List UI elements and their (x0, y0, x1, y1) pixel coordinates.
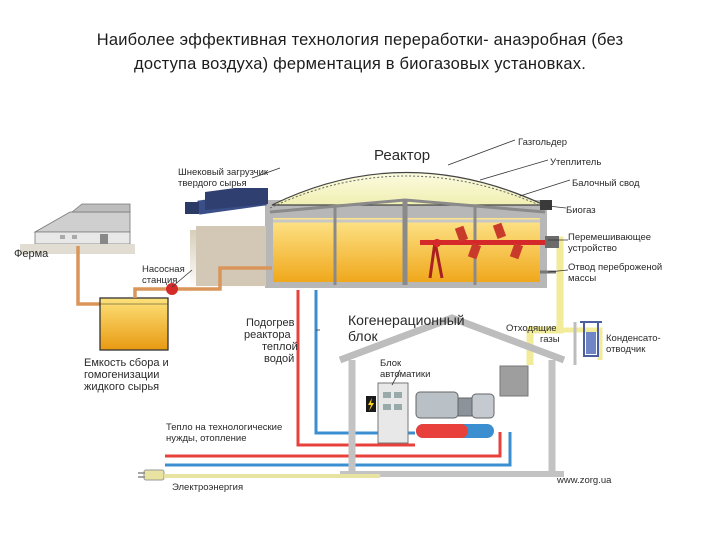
cogeneration-house (338, 314, 566, 477)
loader-base (196, 226, 266, 286)
title-line-1: Наиболее эффективная технология перерабо… (96, 31, 624, 49)
label-biogas: Биогаз (566, 205, 596, 216)
insulation-layer (269, 175, 547, 209)
pump-feed-pipe (133, 266, 272, 298)
label-heating-3: теплой (262, 341, 298, 353)
leader-lines (171, 139, 571, 386)
label-screw-loader-2: твердого сырья (178, 178, 247, 189)
label-condensate-1: Конденсато- (606, 333, 661, 344)
condensate-trap-icon (580, 321, 602, 357)
website-label: www.zorg.ua (556, 475, 612, 486)
label-electricity: Электроэнергия (172, 482, 243, 493)
label-cogen-1: Когенерационный (348, 312, 465, 328)
label-heating-4: водой (264, 353, 294, 365)
generator-icon (415, 391, 495, 419)
electric-plug-icon (138, 469, 165, 481)
label-tank-3: жидкого сырья (84, 381, 159, 393)
heat-exchanger (416, 424, 494, 438)
label-screw-loader-1: Шнековый загрузчик (178, 167, 269, 178)
automation-cabinet (377, 382, 409, 444)
label-condensate-2: отводчик (606, 344, 646, 355)
label-heating-2: реактора (244, 329, 291, 341)
mixer-icon (420, 222, 559, 279)
collection-tank (99, 297, 169, 351)
label-mixer-2: устройство (568, 243, 617, 254)
hot-water-pipe (296, 290, 415, 447)
gas-pipe-branch (560, 327, 603, 360)
label-pump-1: Насосная (142, 264, 185, 275)
label-reactor: Реактор (374, 147, 430, 164)
label-tank-2: гомогенизации (84, 369, 159, 381)
label-tank-1: Емкость сбора и (84, 357, 169, 369)
label-outlet-1: Отвод переброженой (568, 262, 662, 273)
label-heat-out-2: нужды, отопление (166, 433, 247, 444)
title-line-2: доступа воздуха) ферментация в биогазовы… (134, 55, 586, 73)
label-outlet-2: массы (568, 273, 596, 284)
lightning-icon (366, 396, 376, 412)
biogas-outlet (540, 200, 552, 210)
farm-building-icon (33, 203, 131, 245)
label-heat-out-1: Тепло на технологические (166, 422, 282, 433)
label-pump-2: станция (142, 275, 177, 286)
heat-supply-red (165, 432, 502, 458)
farm-feed-pipe (76, 246, 102, 306)
pump-icon (166, 283, 178, 295)
slide-title: Наиболее эффективная технология перерабо… (40, 28, 680, 76)
label-cogen-2: блок (348, 328, 379, 344)
label-beam-vault: Балочный свод (572, 178, 640, 189)
label-heating-1: Подогрев (246, 317, 295, 329)
label-automation-1: Блок (380, 358, 402, 369)
label-mixer-1: Перемешивающее (568, 232, 651, 243)
label-insulation: Утеплитель (550, 157, 601, 168)
label-exhaust-2: газы (540, 334, 560, 345)
screw-loader (185, 188, 268, 215)
gasholder-dome (271, 171, 545, 206)
label-gasholder: Газгольдер (518, 137, 567, 148)
label-farm: Ферма (14, 248, 49, 260)
heat-supply-blue (165, 432, 512, 467)
label-exhaust-1: Отходящие (506, 323, 557, 334)
label-automation-2: автоматики (380, 369, 430, 380)
